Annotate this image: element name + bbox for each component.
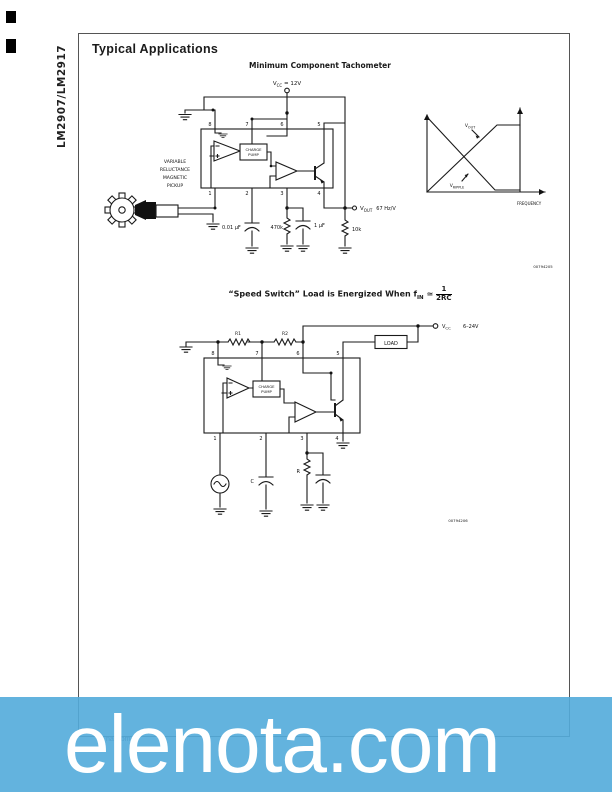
vcc-label: VCC: [442, 324, 451, 331]
pickup-label: VARIABLE RELUCTANCE MAGNETIC PICKUP: [160, 159, 190, 189]
ic-internals: CHARGE PUMP: [217, 357, 344, 434]
pin-labels: 8 7 6 5 1 2 3 4: [211, 351, 339, 442]
figure2-caption: “Speed Switch” Load is Energized When fI…: [205, 285, 475, 302]
ic-outline: [200, 128, 334, 189]
svg-text:4: 4: [317, 191, 320, 197]
gear-icon: [104, 192, 140, 228]
figure1-code: 00794205: [533, 264, 553, 269]
top-rail: R1 R2 LOAD VCC 6–24V: [179, 323, 479, 359]
vout-curve-label: VOUT: [465, 123, 476, 129]
svg-text:3: 3: [300, 436, 303, 442]
r1-value: 470k: [271, 225, 284, 231]
supply-label: VCC = 12V: [273, 81, 301, 88]
vcc-terminal: [432, 323, 439, 329]
page-title: Typical Applications: [92, 42, 219, 56]
vripple-curve-label: VRIPPLE: [450, 183, 465, 189]
tachometer-figure: VCC = 12V: [104, 81, 553, 269]
graph-axes: [424, 107, 546, 195]
r1-label: R1: [235, 331, 241, 337]
svg-text:8: 8: [211, 351, 214, 357]
svg-text:RELUCTANCE: RELUCTANCE: [160, 167, 190, 173]
r-resistor: R: [297, 432, 314, 511]
svg-text:5: 5: [336, 351, 339, 357]
graph-x-axis-label: FREQUENCY: [517, 201, 542, 206]
input-source: [210, 432, 230, 515]
svg-text:MAGNETIC: MAGNETIC: [163, 175, 187, 181]
vout-curve: [426, 124, 521, 193]
ic-internals: CHARGE PUMP: [209, 128, 325, 189]
emitter-ground: [336, 432, 350, 449]
vertical-part-number: LM2907/LM2917: [56, 44, 68, 148]
svg-text:3: 3: [280, 191, 283, 197]
transistor-symbol: [296, 128, 325, 189]
comparator-symbol: [294, 401, 318, 423]
svg-text:8: 8: [208, 122, 211, 128]
c1-capacitor: 0.01 µF: [222, 222, 260, 254]
svg-text:VARIABLE: VARIABLE: [164, 159, 186, 165]
pin-labels: 8 7 6 5 1 2 3 4: [208, 122, 320, 197]
figure1-title: Minimum Component Tachometer: [249, 61, 391, 70]
r2-label: R2: [282, 331, 288, 337]
transistor-symbol: [315, 357, 344, 434]
comparator-symbol: [275, 161, 299, 181]
caption-subscript: IN: [417, 295, 424, 302]
ground-symbol: [179, 346, 193, 353]
scan-artifact-mark: [6, 11, 16, 23]
c2-capacitor: 1 µF: [286, 207, 325, 252]
ground-symbol: [206, 223, 220, 230]
load-box: [374, 334, 408, 350]
scan-artifact-mark: [6, 39, 16, 53]
svg-text:7: 7: [255, 351, 258, 357]
caption-text: “Speed Switch” Load is Energized When f: [228, 289, 418, 299]
r1-resistor: 470k: [271, 206, 294, 252]
svg-text:6: 6: [296, 351, 299, 357]
charge-pump-label: PUMP: [248, 152, 259, 157]
c-value: C: [251, 479, 255, 485]
charge-pump-label: CHARGE: [245, 147, 262, 152]
vripple-curve: [426, 116, 521, 191]
caption-relation: ≃: [426, 289, 434, 299]
vcc-terminal: VCC = 12V: [273, 81, 301, 98]
load-resistor: 10k: [338, 207, 361, 254]
response-graph: VOUT VRIPPLE FREQUENCY: [424, 107, 546, 206]
svg-text:6: 6: [280, 122, 283, 128]
svg-text:4: 4: [335, 436, 338, 442]
watermark-banner: elenota.com: [0, 697, 612, 792]
speed-switch-figure: R1 R2 LOAD VCC 6–24V 8 7 6 5 1 2 3 4 CHA…: [179, 323, 479, 523]
c-capacitor: C: [251, 432, 274, 517]
svg-text:7: 7: [245, 122, 248, 128]
filter-capacitor: [306, 452, 331, 511]
c1-value: 0.01 µF: [222, 225, 241, 231]
c2-value: 1 µF: [314, 223, 325, 229]
svg-text:5: 5: [317, 122, 320, 128]
rload-value: 10k: [352, 227, 361, 233]
load-label: LOAD: [384, 341, 398, 347]
svg-text:2: 2: [245, 191, 248, 197]
figure2-code: 00794206: [448, 518, 468, 523]
svg-text:2: 2: [259, 436, 262, 442]
svg-text:PICKUP: PICKUP: [167, 183, 184, 189]
vcc-range: 6–24V: [463, 324, 479, 330]
ground-symbol: [178, 113, 192, 121]
charge-pump-label: CHARGE: [258, 384, 275, 389]
charge-pump-label: PUMP: [261, 389, 272, 394]
opamp-symbol: [213, 140, 242, 162]
svg-text:1: 1: [213, 436, 216, 442]
watermark-link[interactable]: elenota.com: [64, 698, 501, 790]
ground-symbol: [213, 508, 227, 515]
svg-text:1: 1: [208, 191, 211, 197]
magnetic-pickup-body: [135, 200, 179, 220]
r-value: R: [297, 469, 301, 475]
